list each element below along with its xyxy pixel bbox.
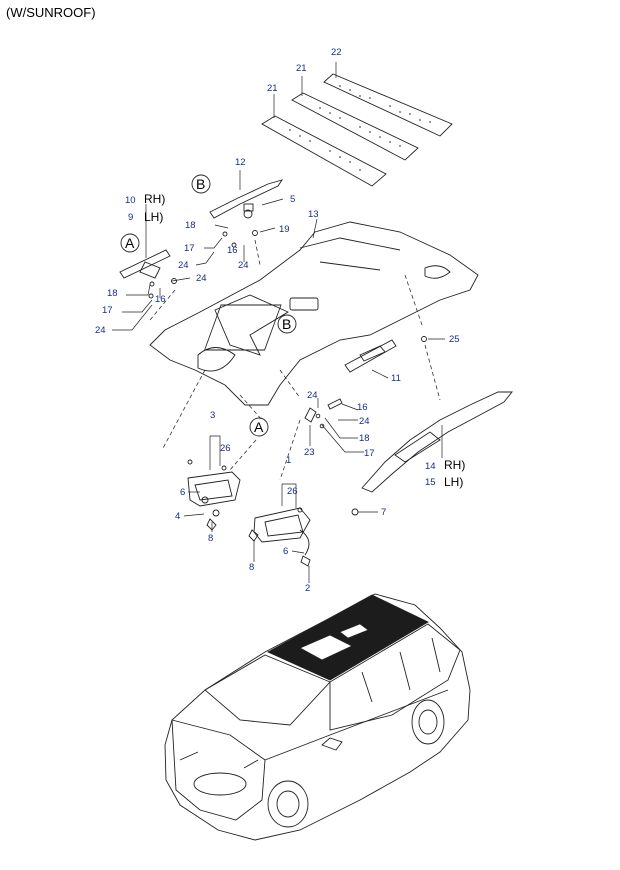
headliner-outline (149, 221, 479, 406)
leader-lines (112, 62, 445, 583)
callout-8-left: 8 (208, 533, 213, 544)
callout-8-right: 8 (249, 562, 254, 573)
callout-14: 14 (425, 461, 436, 472)
front-wheel (267, 780, 309, 828)
visor-recess (197, 347, 236, 372)
detail-markers: B A B A (120, 174, 297, 437)
marker-a-bottom (249, 417, 269, 437)
headliner-pads (261, 73, 453, 187)
callout-15: 15 (425, 477, 436, 488)
pad-21-lower (261, 115, 387, 187)
marker-a-bottom-label: A (254, 419, 264, 435)
label-lh-9: LH) (144, 210, 163, 224)
callout-11: 11 (391, 373, 401, 384)
label-rh-14: RH) (444, 458, 465, 472)
sunvisor-1 (248, 507, 311, 567)
front-handle-10-9 (119, 249, 177, 299)
callout-9: 9 (128, 212, 133, 223)
windshield (204, 654, 331, 726)
callout-24-rear-top: 24 (307, 390, 318, 401)
callout-24-c: 24 (196, 273, 207, 284)
grille (193, 772, 247, 796)
callout-25: 25 (449, 334, 460, 345)
callout-7: 7 (381, 507, 386, 518)
sunroof-opening (203, 304, 282, 351)
marker-b-bottom (277, 314, 297, 334)
marker-b-bottom-label: B (282, 316, 291, 332)
callout-6-left: 6 (180, 487, 185, 498)
callout-17-upper: 17 (184, 243, 195, 254)
callout-18-upper: 18 (185, 220, 196, 231)
callout-19: 19 (279, 224, 290, 235)
sunvisor-3 (187, 459, 241, 531)
callout-24-b: 24 (238, 260, 249, 271)
callout-18-rear: 18 (359, 433, 370, 444)
headliner-contour (299, 237, 401, 271)
rear-lamp-recess (424, 265, 451, 279)
callout-22: 22 (331, 47, 342, 58)
marker-a-top-label: A (125, 235, 135, 251)
sunroof-glass (299, 634, 353, 661)
pad-22 (323, 73, 453, 137)
marker-b-top-label: B (196, 176, 205, 192)
rear-handle-11 (344, 336, 427, 373)
handle-fasteners-rear (304, 398, 343, 429)
pad-21-upper (291, 92, 419, 161)
callout-2: 2 (305, 583, 310, 594)
callout-4: 4 (175, 511, 180, 522)
callout-16-upper: 16 (227, 245, 238, 256)
callout-24-rear: 24 (359, 416, 370, 427)
callout-6-right: 6 (283, 546, 288, 557)
callout-5: 5 (290, 194, 295, 205)
callout-18-left: 18 (107, 288, 118, 299)
callout-numbers: 22 21 21 12 5 10 RH) 9 LH) 18 19 17 16 2… (95, 47, 465, 594)
label-lh-15: LH) (444, 475, 463, 489)
callout-10: 10 (125, 195, 136, 206)
vehicle-illustration (164, 593, 471, 841)
callout-24-a: 24 (178, 260, 189, 271)
console-opening (289, 297, 319, 311)
label-rh-10: RH) (144, 192, 165, 206)
callout-17-rear: 17 (364, 448, 375, 459)
callout-21-upper: 21 (296, 63, 307, 74)
rear-wheel (411, 699, 445, 745)
callout-1: 1 (286, 455, 291, 466)
side-windows (329, 623, 461, 731)
callout-17-left: 17 (102, 305, 113, 316)
callout-12: 12 (235, 157, 246, 168)
mirror (321, 737, 343, 751)
assist-handle-12 (209, 179, 284, 248)
front-fascia (171, 719, 266, 821)
sunroof-opening-frame (214, 294, 289, 356)
callout-24-left: 24 (95, 325, 106, 336)
diagram-title: (W/SUNROOF) (6, 5, 96, 20)
callout-21-lower: 21 (267, 83, 278, 94)
callout-26-right: 26 (287, 486, 298, 497)
side-trim-14-15 (351, 391, 513, 516)
callout-26-left: 26 (220, 443, 231, 454)
marker-b-top (191, 174, 211, 194)
callout-23: 23 (304, 447, 315, 458)
alignment-lines (149, 239, 441, 481)
marker-a-top (120, 233, 140, 253)
callout-16-rear: 16 (357, 402, 368, 413)
callout-3: 3 (210, 410, 215, 421)
callout-16-left: 16 (155, 294, 166, 305)
headliner-13 (149, 221, 479, 406)
callout-13: 13 (308, 209, 319, 220)
